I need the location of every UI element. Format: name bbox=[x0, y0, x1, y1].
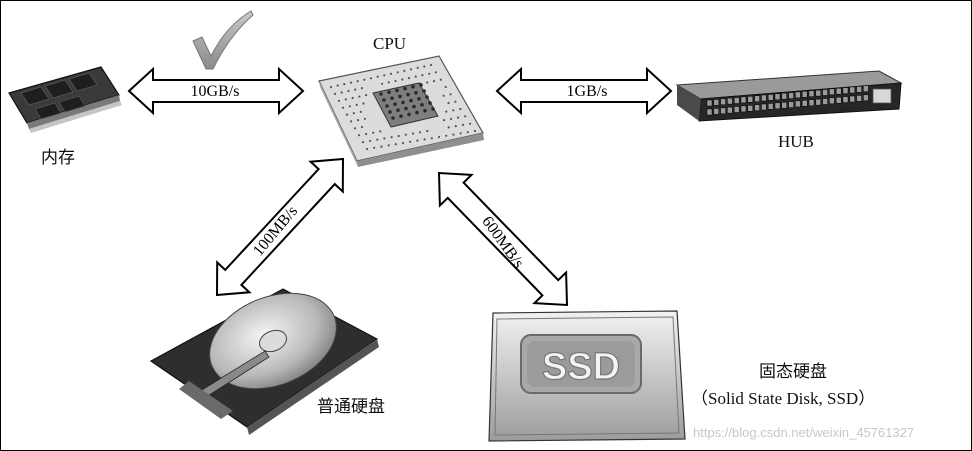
memory-module-icon bbox=[8, 66, 122, 133]
ssd-drive-icon: SSD bbox=[488, 310, 686, 442]
arrow-memory-cpu bbox=[127, 66, 305, 116]
speed-cpu-hdd: 100MB/s bbox=[250, 203, 301, 260]
watermark: https://blog.csdn.net/weixin_45761327 bbox=[693, 425, 915, 440]
ssd-full-label: （Solid State Disk, SSD） bbox=[691, 389, 876, 408]
network-switch-icon bbox=[675, 70, 903, 122]
hdd-label: 普通硬盘 bbox=[317, 397, 385, 416]
speed-cpu-hub: 1GB/s bbox=[567, 83, 608, 100]
memory-label: 内存 bbox=[41, 148, 75, 167]
arrow-cpu-hdd bbox=[215, 157, 345, 297]
hard-disk-icon bbox=[149, 288, 379, 435]
speed-memory-cpu: 10GB/s bbox=[191, 83, 240, 100]
check-icon bbox=[192, 10, 254, 70]
hub-label: HUB bbox=[778, 132, 814, 151]
cpu-label: CPU bbox=[373, 34, 407, 53]
cpu-chip-icon bbox=[318, 55, 484, 167]
ssd-name-label: 固态硬盘 bbox=[759, 362, 827, 381]
arrow-cpu-hub bbox=[495, 66, 673, 116]
arrow-cpu-ssd bbox=[437, 171, 569, 307]
ssd-badge-text: SSD bbox=[542, 346, 620, 388]
